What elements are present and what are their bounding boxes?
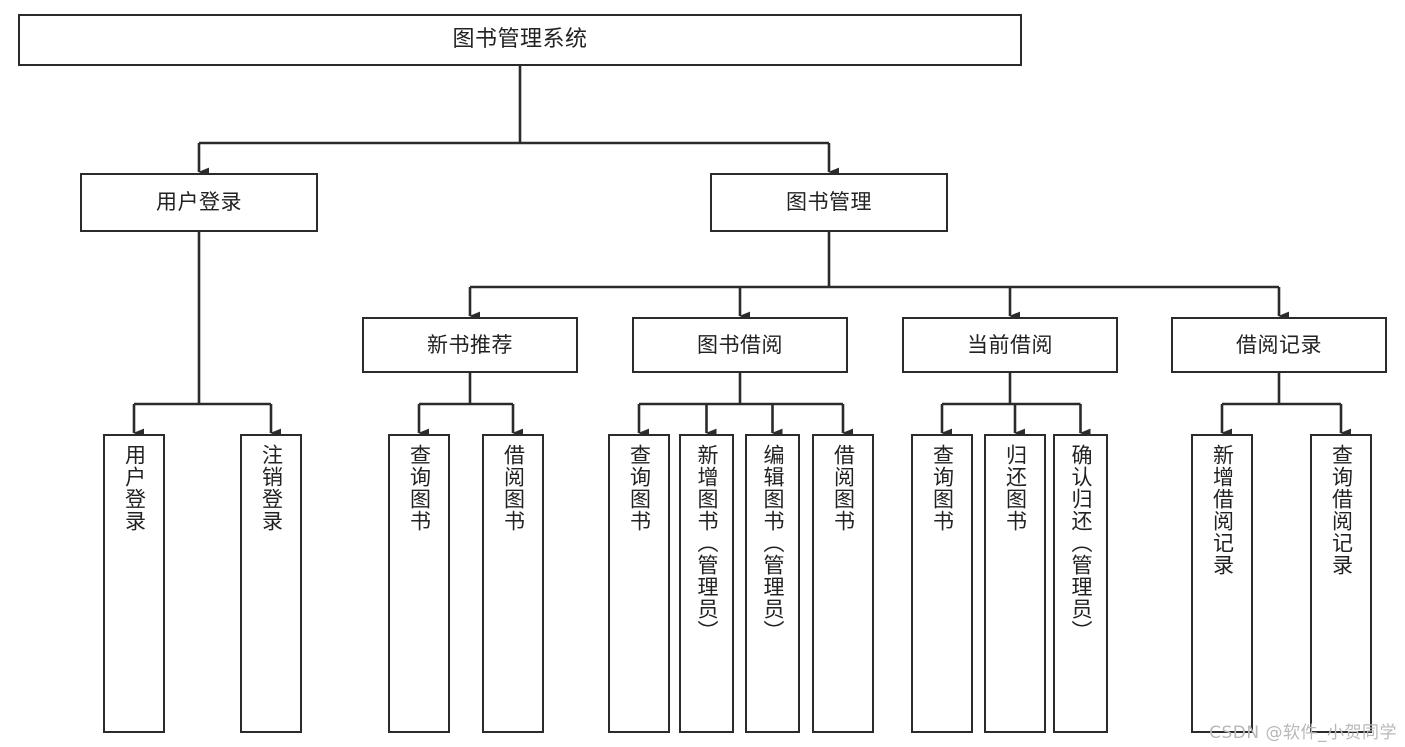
node-label: 新增借阅记录: [1210, 444, 1235, 576]
csdn-watermark: CSDN @软件_小贺同学: [1209, 723, 1397, 743]
node-label: 查询图书: [407, 444, 432, 532]
node-label: 借阅图书: [501, 444, 526, 532]
node-label: 新书推荐: [427, 332, 513, 357]
node-book-management[interactable]: 图书管理: [710, 173, 948, 232]
node-label: 注销登录: [259, 444, 284, 532]
leaf-borrow-book-recommendation[interactable]: 借阅图书: [482, 434, 544, 733]
node-new-book-recommendation[interactable]: 新书推荐: [362, 317, 578, 373]
leaf-query-book-recommendation[interactable]: 查询图书: [388, 434, 450, 733]
leaf-query-book-borrowing[interactable]: 查询图书: [608, 434, 670, 733]
node-label: 新增图书（管理员）: [695, 444, 719, 642]
leaf-borrow-book-borrowing[interactable]: 借阅图书: [812, 434, 874, 733]
node-label: 查询图书: [930, 444, 955, 532]
leaf-confirm-return-admin[interactable]: 确认归还（管理员）: [1053, 434, 1108, 733]
node-root-book-management-system[interactable]: 图书管理系统: [18, 14, 1022, 66]
node-label: 当前借阅: [967, 332, 1053, 357]
leaf-user-login[interactable]: 用户登录: [103, 434, 165, 733]
node-label: 借阅记录: [1236, 332, 1322, 357]
node-label: 图书管理: [786, 190, 872, 215]
leaf-add-borrow-record[interactable]: 新增借阅记录: [1191, 434, 1253, 733]
node-book-borrowing[interactable]: 图书借阅: [632, 317, 848, 373]
leaf-return-book[interactable]: 归还图书: [984, 434, 1046, 733]
node-current-borrowing[interactable]: 当前借阅: [902, 317, 1118, 373]
node-label: 用户登录: [122, 444, 147, 532]
node-user-login[interactable]: 用户登录: [80, 173, 318, 232]
node-label: 用户登录: [156, 190, 242, 215]
node-label: 归还图书: [1003, 444, 1028, 532]
node-label: 借阅图书: [831, 444, 856, 532]
leaf-add-book-admin[interactable]: 新增图书（管理员）: [679, 434, 734, 733]
leaf-query-borrow-record[interactable]: 查询借阅记录: [1310, 434, 1372, 733]
leaf-edit-book-admin[interactable]: 编辑图书（管理员）: [745, 434, 800, 733]
node-label: 图书管理系统: [452, 27, 588, 53]
node-label: 查询借阅记录: [1329, 444, 1354, 576]
node-label: 编辑图书（管理员）: [761, 444, 785, 642]
leaf-query-book-current[interactable]: 查询图书: [911, 434, 973, 733]
node-borrow-records[interactable]: 借阅记录: [1171, 317, 1387, 373]
leaf-logout[interactable]: 注销登录: [240, 434, 302, 733]
node-label: 图书借阅: [697, 332, 783, 357]
node-label: 查询图书: [627, 444, 652, 532]
node-label: 确认归还（管理员）: [1069, 444, 1093, 642]
